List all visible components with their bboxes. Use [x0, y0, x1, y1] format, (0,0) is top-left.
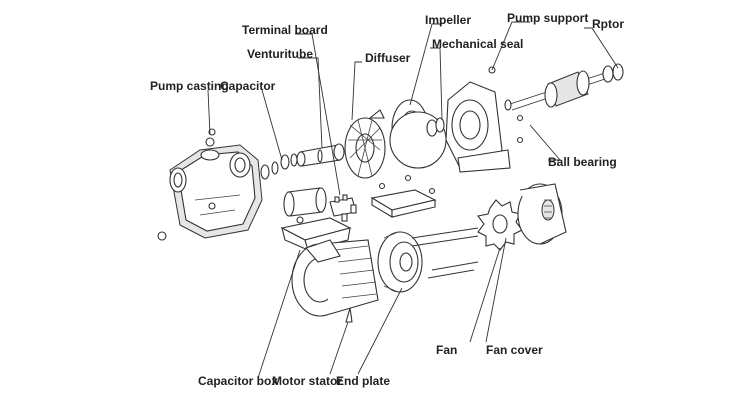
capacitor-part — [283, 187, 327, 217]
label-capacitor-box: Capacitor box — [198, 374, 278, 388]
ball-bearing-part — [602, 63, 624, 83]
label-motor-stator: Motor stator — [272, 374, 342, 388]
impeller-part — [389, 99, 447, 169]
label-mechanical-seal: Mechanical seal — [432, 37, 523, 51]
o-rings-part — [260, 153, 298, 180]
end-plate-part — [377, 231, 423, 293]
label-venturitube: Venturitube — [247, 47, 313, 61]
leader-lines — [207, 21, 619, 379]
venturitube-part — [296, 143, 345, 167]
diffuser-part — [344, 109, 386, 179]
motor-stator-part — [291, 239, 379, 323]
fan-part — [477, 199, 523, 251]
capacitor-box-lid-part — [370, 174, 437, 218]
terminal-board-part — [329, 194, 357, 222]
label-diffuser: Diffuser — [365, 51, 411, 65]
label-impeller: Impeller — [425, 13, 471, 27]
rotor-part — [504, 70, 609, 111]
label-end-plate: End plate — [336, 374, 390, 388]
label-pump-support: Pump support — [507, 11, 588, 25]
label-terminal-board: Terminal board — [242, 23, 328, 37]
label-ball-bearing: Ball bearing — [548, 155, 617, 169]
fan-cover-part — [517, 183, 567, 245]
pump-casting-part — [157, 128, 263, 241]
label-capacitor: Capacitor — [220, 79, 276, 93]
mechanical-seal-part — [426, 117, 445, 137]
label-rotor: Rptor — [592, 17, 624, 31]
label-fan-cover: Fan cover — [486, 343, 543, 357]
tie-rods-part — [411, 227, 479, 279]
pump-support-part — [445, 66, 524, 173]
label-fan: Fan — [436, 343, 457, 357]
label-pump-casting: Pump casting — [150, 79, 229, 93]
